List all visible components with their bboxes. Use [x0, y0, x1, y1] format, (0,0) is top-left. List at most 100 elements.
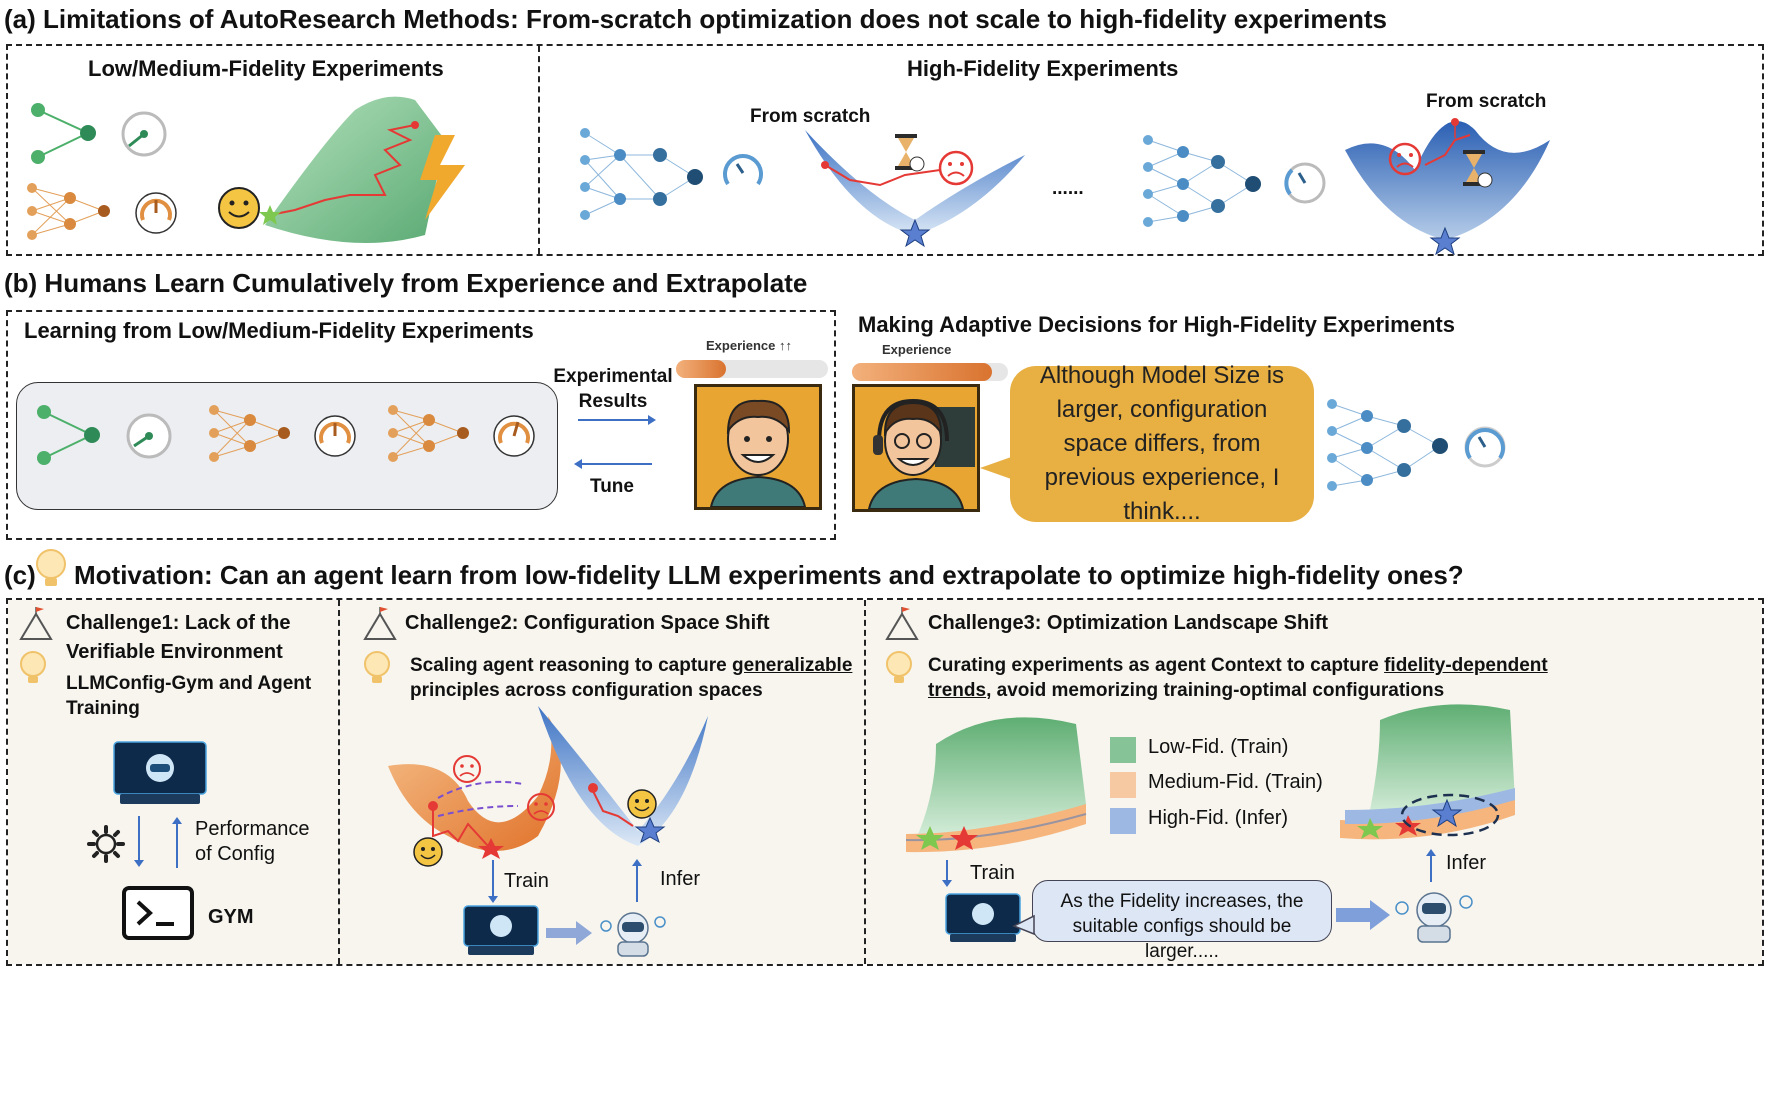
- b-high-fid-network-icon: [1322, 396, 1462, 506]
- legend-swatch-low-fid: [1110, 737, 1136, 763]
- blue-landscape-icon-2: [1345, 110, 1555, 255]
- performance-label-line1: Performance: [195, 818, 310, 841]
- up-arrow-icon-1: [170, 816, 184, 868]
- b-gauge-icon-green: [125, 412, 173, 460]
- challenge1-title-line1: Challenge1: Lack of the: [66, 612, 291, 635]
- section-a-divider: [538, 46, 540, 254]
- challenge2-solution-line1: Scaling agent reasoning to capture gener…: [410, 655, 852, 677]
- medium-network-icon: [22, 180, 122, 246]
- up-arrow-icon-2: [630, 858, 644, 902]
- gauge-icon-blue-2: [1282, 160, 1328, 206]
- sad-face-icon-1: [938, 150, 974, 186]
- agent-bubble-tail: [1014, 912, 1038, 936]
- robot-agent-icon-2: [1392, 888, 1476, 944]
- down-arrow-icon-1: [132, 816, 146, 868]
- challenge1-solution-line2: Training: [66, 698, 140, 720]
- c2-smiley-icon-2: [626, 788, 658, 820]
- performance-label-line2: of Config: [195, 843, 275, 866]
- challenge2-title: Challenge2: Configuration Space Shift: [405, 612, 769, 635]
- high-fid-network-icon-2: [1138, 132, 1278, 242]
- lightbulb-icon: [34, 548, 68, 592]
- c3-train-landscape-icon: [896, 714, 1092, 864]
- terminal-icon: [122, 886, 194, 942]
- b-gauge-icon-orange-1: [312, 413, 358, 459]
- challenge3-solution-rest: , avoid memorizing training-optimal conf…: [986, 680, 1444, 701]
- c2-sad-face-icon-1: [452, 754, 482, 784]
- experimental-results-label: Experimental Results: [552, 364, 674, 414]
- c1-lightbulb-icon: [18, 650, 48, 686]
- green-landscape-icon: [255, 80, 475, 250]
- high-fid-network-icon-1: [575, 125, 715, 235]
- c-divider-1: [338, 600, 340, 964]
- hourglass-icon-2: [1460, 148, 1494, 190]
- experience-bar-fill-1: [676, 360, 726, 378]
- experience-bar-fill-2: [852, 363, 992, 381]
- thick-right-arrow-icon-1: [546, 920, 594, 946]
- challenge1-title-line2: Verifiable Environment: [66, 641, 283, 664]
- right-arrow-icon: [578, 412, 658, 428]
- avatar-with-headset: [852, 384, 980, 512]
- b-right-title: Making Adaptive Decisions for High-Fidel…: [858, 312, 1455, 338]
- b-gauge-icon-blue: [1462, 424, 1508, 470]
- challenge3-solution-line1: Curating experiments as agent Context to…: [928, 655, 1548, 677]
- c2-smiley-icon-1: [412, 836, 444, 868]
- down-arrow-icon-3: [940, 860, 954, 888]
- section-a-title: (a) Limitations of AutoResearch Methods:…: [4, 4, 1387, 35]
- thinking-speech-bubble: Although Model Size is larger, configura…: [1010, 366, 1314, 522]
- legend-label-medium-fid: Medium-Fid. (Train): [1148, 771, 1323, 794]
- bubble-tail: [980, 456, 1020, 486]
- tune-label: Tune: [590, 476, 634, 498]
- challenge3-solution-line2: trends, avoid memorizing training-optima…: [928, 680, 1444, 702]
- section-c-prefix: (c): [4, 560, 36, 591]
- a-left-title: Low/Medium-Fidelity Experiments: [88, 56, 444, 82]
- legend-label-low-fid: Low-Fid. (Train): [1148, 736, 1288, 759]
- c3-infer-label: Infer: [1446, 852, 1486, 875]
- robot-agent-icon-1: [598, 908, 668, 958]
- legend-swatch-medium-fid: [1110, 772, 1136, 798]
- sad-face-icon-2: [1388, 142, 1422, 176]
- challenge3-solution-pre: Curating experiments as agent Context to…: [928, 655, 1384, 676]
- challenge3-solution-highlight-2: trends: [928, 680, 986, 701]
- c2-infer-label: Infer: [660, 868, 700, 891]
- agent-speech-bubble: As the Fidelity increases, the suitable …: [1032, 880, 1332, 942]
- challenge3-title: Challenge3: Optimization Landscape Shift: [928, 612, 1328, 635]
- small-network-icon: [20, 95, 110, 165]
- legend-swatch-high-fid: [1110, 808, 1136, 834]
- b-medium-network-icon-2: [385, 402, 480, 468]
- c3-lightbulb-icon: [884, 650, 914, 686]
- gauge-icon-orange: [133, 190, 179, 236]
- section-b-title: (b) Humans Learn Cumulatively from Exper…: [4, 268, 807, 299]
- legend-label-high-fid: High-Fid. (Infer): [1148, 807, 1288, 830]
- challenge3-solution-highlight-1: fidelity-dependent: [1384, 655, 1548, 676]
- hourglass-icon-1: [891, 132, 927, 174]
- gauge-icon-blue-1: [720, 150, 766, 196]
- thick-right-arrow-icon-2: [1336, 898, 1392, 932]
- challenge1-solution-line1: LLMConfig-Gym and Agent: [66, 673, 311, 695]
- b-small-network-icon: [30, 402, 110, 472]
- c2-sad-face-icon-2: [526, 792, 556, 822]
- ellipsis-label: ......: [1052, 178, 1084, 200]
- c3-train-label: Train: [970, 862, 1015, 885]
- c-divider-2: [864, 600, 866, 964]
- mountain-flag-icon-2: [362, 606, 398, 642]
- b-left-title: Learning from Low/Medium-Fidelity Experi…: [24, 318, 534, 344]
- avatar: [694, 384, 822, 510]
- gauge-icon-green: [120, 110, 168, 158]
- left-arrow-icon: [572, 456, 656, 472]
- challenge2-solution-pre: Scaling agent reasoning to capture: [410, 655, 732, 676]
- experience-label-1: Experience ↑↑: [706, 338, 792, 353]
- gear-icon: [86, 824, 126, 864]
- down-arrow-icon-2: [486, 860, 500, 904]
- c2-lightbulb-icon: [362, 650, 392, 686]
- agent-workstation-icon-1: [112, 738, 208, 806]
- mountain-flag-icon-3: [884, 606, 920, 642]
- challenge2-solution-highlight: generalizable: [732, 655, 852, 676]
- c3-infer-landscape-icon: [1340, 700, 1520, 850]
- gym-label: GYM: [208, 906, 254, 929]
- b-gauge-icon-orange-2: [491, 413, 537, 459]
- up-arrow-icon-3: [1424, 848, 1438, 882]
- agent-workstation-icon-3: [944, 892, 1022, 944]
- agent-workstation-icon-2: [462, 904, 540, 958]
- section-c-title: Motivation: Can an agent learn from low-…: [74, 560, 1464, 591]
- c2-train-label: Train: [504, 870, 549, 893]
